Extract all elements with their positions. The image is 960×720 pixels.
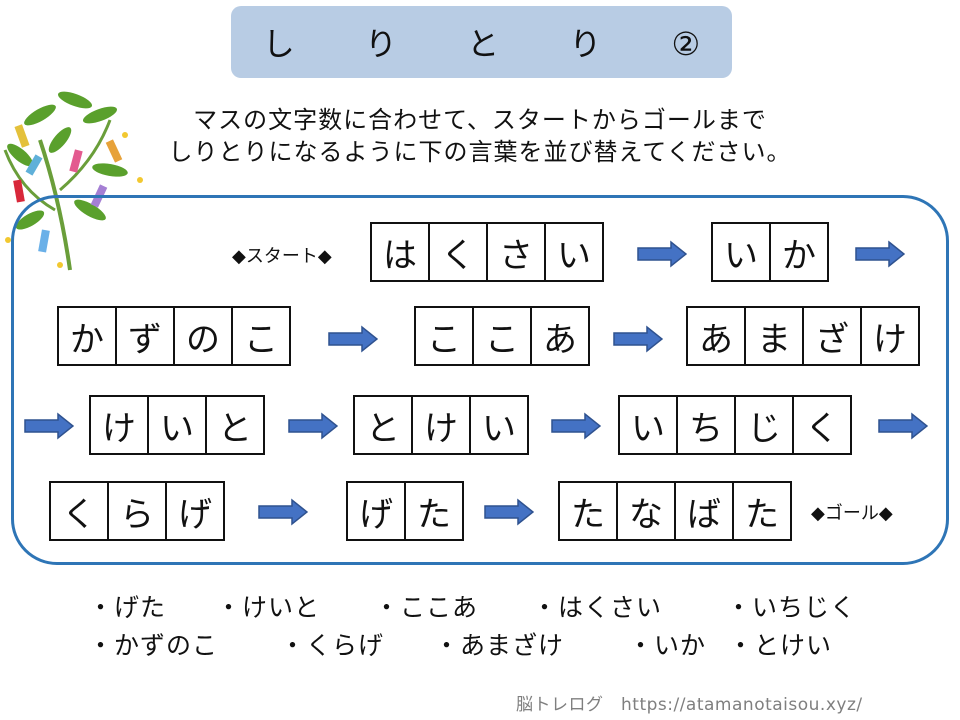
word-grid: はくさい xyxy=(370,222,604,282)
word-cell: ず xyxy=(115,306,175,366)
word-grid: ここあ xyxy=(414,306,590,366)
word-cell: た xyxy=(732,481,792,541)
word-cell: い xyxy=(618,395,678,455)
right-arrow-icon xyxy=(551,412,602,440)
word-cell: な xyxy=(616,481,676,541)
word-bank-item: ・かずのこ xyxy=(88,631,219,660)
word-grid: かずのこ xyxy=(57,306,291,366)
right-arrow-icon xyxy=(258,498,309,526)
word-cell: く xyxy=(792,395,852,455)
word-cell: け xyxy=(89,395,149,455)
word-bank-item: ・いちじく xyxy=(726,593,857,622)
word-cell: い xyxy=(711,222,771,282)
word-grid: けいと xyxy=(89,395,265,455)
word-cell: と xyxy=(353,395,413,455)
word-cell: け xyxy=(411,395,471,455)
instruction-line-2: しりとりになるように下の言葉を並び替えてください。 xyxy=(168,138,792,166)
word-cell: く xyxy=(49,481,109,541)
word-grid: あまざけ xyxy=(686,306,920,366)
word-bank-item: ・くらげ xyxy=(280,631,385,660)
right-arrow-icon xyxy=(613,325,664,353)
word-cell: の xyxy=(173,306,233,366)
word-grid: たなばた xyxy=(558,481,792,541)
right-arrow-icon xyxy=(878,412,929,440)
right-arrow-icon xyxy=(855,240,906,268)
word-grid: いちじく xyxy=(618,395,852,455)
word-cell: こ xyxy=(472,306,532,366)
word-cell: ざ xyxy=(802,306,862,366)
right-arrow-icon xyxy=(484,498,535,526)
word-cell: ら xyxy=(107,481,167,541)
puzzle-frame xyxy=(11,195,949,565)
word-bank-item: ・はくさい xyxy=(532,593,663,622)
right-arrow-icon xyxy=(637,240,688,268)
word-cell: あ xyxy=(686,306,746,366)
word-bank-item: ・げた xyxy=(88,593,167,622)
word-cell: い xyxy=(469,395,529,455)
goal-marker: ◆ゴール◆ xyxy=(811,503,893,524)
word-bank-item: ・あまざけ xyxy=(434,631,565,660)
word-cell: け xyxy=(860,306,920,366)
word-cell: と xyxy=(205,395,265,455)
footer-credit: 脳トレログ https://atamanotaisou.xyz/ xyxy=(516,695,863,715)
word-cell: さ xyxy=(486,222,546,282)
word-cell: は xyxy=(370,222,430,282)
right-arrow-icon xyxy=(24,412,75,440)
word-cell: く xyxy=(428,222,488,282)
word-cell: か xyxy=(769,222,829,282)
word-cell: げ xyxy=(346,481,406,541)
word-bank-row-1: ・げた ・けいと ・ここあ ・はくさい ・いちじく xyxy=(88,588,856,624)
word-grid: げた xyxy=(346,481,464,541)
page-title: し り と り ② xyxy=(262,25,731,63)
title-banner: し り と り ② xyxy=(231,6,732,78)
word-bank-item: ・ここあ xyxy=(374,593,479,622)
start-marker: ◆スタート◆ xyxy=(232,246,332,267)
word-cell: こ xyxy=(231,306,291,366)
word-cell: じ xyxy=(734,395,794,455)
word-cell: あ xyxy=(530,306,590,366)
instruction-line-1: マスの文字数に合わせて、スタートからゴールまで xyxy=(193,106,767,134)
word-bank-row-2: ・かずのこ ・くらげ ・あまざけ ・いか・とけい xyxy=(88,626,832,662)
word-cell: た xyxy=(558,481,618,541)
word-cell: い xyxy=(147,395,207,455)
word-cell: か xyxy=(57,306,117,366)
word-bank-item: ・いか xyxy=(628,631,707,660)
word-cell: ば xyxy=(674,481,734,541)
word-grid: くらげ xyxy=(49,481,225,541)
right-arrow-icon xyxy=(328,325,379,353)
word-grid: いか xyxy=(711,222,829,282)
word-cell: げ xyxy=(165,481,225,541)
word-cell: い xyxy=(544,222,604,282)
word-cell: こ xyxy=(414,306,474,366)
right-arrow-icon xyxy=(288,412,339,440)
word-bank-item: ・けいと xyxy=(216,593,321,622)
word-cell: ま xyxy=(744,306,804,366)
word-cell: た xyxy=(404,481,464,541)
word-grid: とけい xyxy=(353,395,529,455)
word-bank-item: ・とけい xyxy=(728,631,833,660)
word-cell: ち xyxy=(676,395,736,455)
